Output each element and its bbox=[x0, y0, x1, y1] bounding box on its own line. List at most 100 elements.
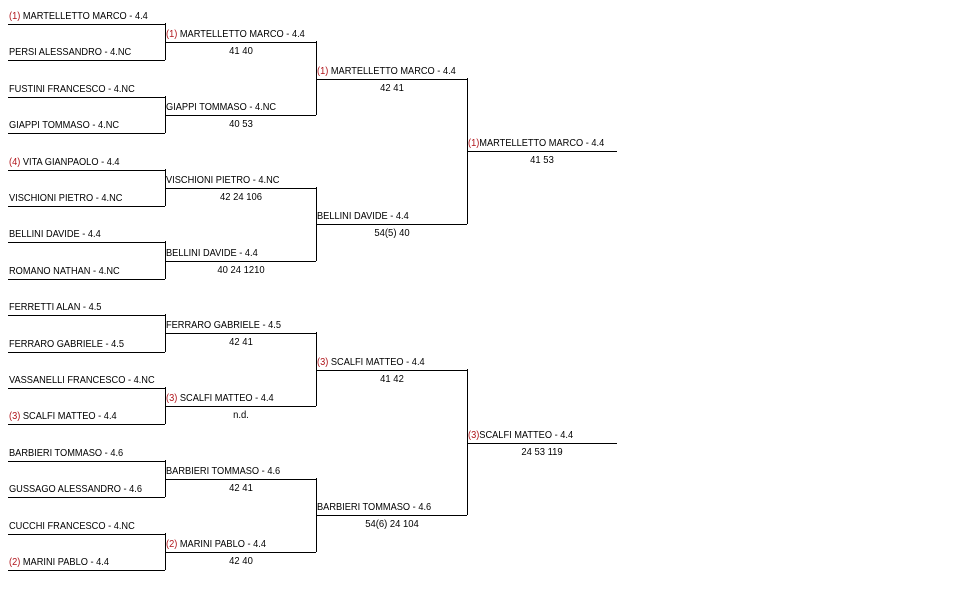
bracket-connector bbox=[316, 478, 317, 552]
player-name: BELLINI DAVIDE - 4.4 bbox=[317, 210, 409, 223]
bracket-connector bbox=[316, 332, 317, 407]
player-label: (1) MARTELLETTO MARCO - 4.4 bbox=[166, 28, 305, 40]
player-label: GUSSAGO ALESSANDRO - 4.6 bbox=[9, 483, 142, 495]
match-slot: BARBIERI TOMMASO - 4.6 bbox=[316, 500, 467, 517]
player-name: SCALFI MATTEO - 4.4 bbox=[479, 428, 574, 441]
player-label: (3) SCALFI MATTEO - 4.4 bbox=[9, 410, 117, 422]
seed-number: (1) bbox=[166, 28, 180, 41]
player-label: BELLINI DAVIDE - 4.4 bbox=[166, 247, 258, 259]
player-name: BARBIERI TOMMASO - 4.6 bbox=[317, 501, 432, 514]
player-name: MARTELLETTO MARCO - 4.4 bbox=[479, 137, 605, 150]
player-name: VASSANELLI FRANCESCO - 4.NC bbox=[9, 374, 155, 386]
player-label: GIAPPI TOMMASO - 4.NC bbox=[166, 101, 276, 113]
bracket-connector bbox=[165, 95, 166, 134]
match-slot: VISCHIONI PIETRO - 4.NC bbox=[165, 173, 316, 189]
match-slot: PERSI ALESSANDRO - 4.NC bbox=[8, 45, 165, 62]
player-label: BARBIERI TOMMASO - 4.6 bbox=[166, 465, 280, 477]
seed-number: (1) bbox=[9, 10, 23, 22]
match-slot: (1) MARTELLETTO MARCO - 4.4 bbox=[165, 27, 316, 44]
match-slot: BARBIERI TOMMASO - 4.6 bbox=[8, 446, 165, 462]
match-slot: GIAPPI TOMMASO - 4.NC bbox=[165, 100, 316, 116]
player-label: (2) MARINI PABLO - 4.4 bbox=[166, 538, 266, 550]
player-label: (3) SCALFI MATTEO - 4.4 bbox=[166, 392, 274, 404]
match-slot: (3) SCALFI MATTEO - 4.4 bbox=[165, 391, 316, 408]
match-slot: (1) MARTELLETTO MARCO - 4.4 bbox=[8, 9, 165, 25]
match-slot: GIAPPI TOMMASO - 4.NC bbox=[8, 118, 165, 135]
player-label: (3) SCALFI MATTEO - 4.4 bbox=[317, 356, 425, 368]
match-score: 54(6) 24 104 bbox=[364, 518, 419, 531]
player-name: VITA GIANPAOLO - 4.4 bbox=[22, 155, 120, 168]
seed-number: (2) bbox=[166, 537, 180, 550]
player-name: MARINI PABLO - 4.4 bbox=[179, 537, 266, 550]
player-label: FERRARO GABRIELE - 4.5 bbox=[9, 338, 124, 350]
match-slot: (4) VITA GIANPAOLO - 4.4 bbox=[8, 155, 165, 171]
match-slot: (2) MARINI PABLO - 4.4 bbox=[165, 537, 316, 553]
match-slot: FUSTINI FRANCESCO - 4.NC bbox=[8, 82, 165, 98]
match-score: 40 24 1210 bbox=[216, 263, 265, 276]
match-score: 41 40 bbox=[228, 45, 253, 58]
player-name: MARTELLETTO MARCO - 4.4 bbox=[330, 64, 456, 77]
player-label: (2) MARINI PABLO - 4.4 bbox=[9, 556, 109, 568]
player-name: SCALFI MATTEO - 4.4 bbox=[179, 392, 274, 405]
bracket-connector bbox=[165, 168, 166, 206]
seed-number: (4) bbox=[9, 155, 23, 168]
match-slot: (3)SCALFI MATTEO - 4.4 bbox=[467, 428, 617, 444]
match-score: 42 41 bbox=[228, 336, 253, 349]
player-label: BELLINI DAVIDE - 4.4 bbox=[317, 210, 409, 222]
player-name: MARTELLETTO MARCO - 4.4 bbox=[179, 28, 305, 41]
player-name: PERSI ALESSANDRO - 4.NC bbox=[9, 46, 132, 59]
player-label: PERSI ALESSANDRO - 4.NC bbox=[9, 46, 131, 58]
match-slot: VASSANELLI FRANCESCO - 4.NC bbox=[8, 373, 165, 389]
match-score: 40 53 bbox=[228, 118, 253, 130]
player-name: VISCHIONI PIETRO - 4.NC bbox=[166, 173, 280, 186]
player-label: VISCHIONI PIETRO - 4.NC bbox=[9, 192, 122, 204]
match-score: 54(5) 40 bbox=[373, 227, 410, 240]
seed-number: (3) bbox=[468, 428, 480, 441]
player-label: CUCCHI FRANCESCO - 4.NC bbox=[9, 520, 135, 532]
player-label: (4) VITA GIANPAOLO - 4.4 bbox=[9, 156, 120, 168]
player-name: FERRETTI ALAN - 4.5 bbox=[9, 301, 102, 314]
player-name: CUCCHI FRANCESCO - 4.NC bbox=[9, 519, 135, 532]
player-label: (1) MARTELLETTO MARCO - 4.4 bbox=[317, 65, 456, 77]
player-label: (1)MARTELLETTO MARCO - 4.4 bbox=[468, 137, 604, 149]
player-name: BARBIERI TOMMASO - 4.6 bbox=[166, 465, 281, 477]
player-name: BARBIERI TOMMASO - 4.6 bbox=[9, 446, 124, 459]
player-name: VISCHIONI PIETRO - 4.NC bbox=[9, 192, 123, 204]
bracket-connector bbox=[165, 459, 166, 498]
match-score: 42 24 106 bbox=[219, 190, 262, 203]
match-slot: VISCHIONI PIETRO - 4.NC bbox=[8, 191, 165, 207]
match-slot: BARBIERI TOMMASO - 4.6 bbox=[165, 464, 316, 480]
match-slot: (3) SCALFI MATTEO - 4.4 bbox=[316, 355, 467, 371]
player-name: ROMANO NATHAN - 4.NC bbox=[9, 264, 120, 277]
player-name: FERRARO GABRIELE - 4.5 bbox=[166, 319, 282, 332]
player-name: GUSSAGO ALESSANDRO - 4.6 bbox=[9, 483, 143, 496]
seed-number: (1) bbox=[468, 137, 480, 150]
seed-number: (3) bbox=[9, 410, 23, 423]
bracket-connector bbox=[165, 532, 166, 570]
bracket-connector bbox=[165, 387, 166, 425]
player-label: (1) MARTELLETTO MARCO - 4.4 bbox=[9, 10, 148, 22]
match-slot: GUSSAGO ALESSANDRO - 4.6 bbox=[8, 482, 165, 499]
match-score: 42 41 bbox=[379, 81, 404, 94]
match-score: 41 53 bbox=[530, 154, 554, 167]
match-score: 42 41 bbox=[228, 482, 253, 494]
player-label: BARBIERI TOMMASO - 4.6 bbox=[317, 501, 431, 513]
seed-number: (3) bbox=[166, 392, 180, 405]
player-name: MARINI PABLO - 4.4 bbox=[22, 556, 109, 568]
player-name: BELLINI DAVIDE - 4.4 bbox=[9, 228, 101, 241]
bracket-connector bbox=[165, 23, 166, 61]
match-slot: ROMANO NATHAN - 4.NC bbox=[8, 264, 165, 280]
match-slot: (3) SCALFI MATTEO - 4.4 bbox=[8, 409, 165, 426]
player-name: FERRARO GABRIELE - 4.5 bbox=[9, 337, 125, 350]
match-slot: (1) MARTELLETTO MARCO - 4.4 bbox=[316, 64, 467, 80]
seed-number: (1) bbox=[317, 64, 331, 77]
player-label: VISCHIONI PIETRO - 4.NC bbox=[166, 174, 279, 186]
match-slot: BELLINI DAVIDE - 4.4 bbox=[316, 209, 467, 226]
bracket-connector bbox=[165, 314, 166, 352]
bracket-connector bbox=[165, 241, 166, 279]
player-name: SCALFI MATTEO - 4.4 bbox=[22, 410, 117, 423]
player-label: FERRETTI ALAN - 4.5 bbox=[9, 301, 101, 313]
match-slot: CUCCHI FRANCESCO - 4.NC bbox=[8, 519, 165, 535]
bracket-connector bbox=[316, 186, 317, 261]
